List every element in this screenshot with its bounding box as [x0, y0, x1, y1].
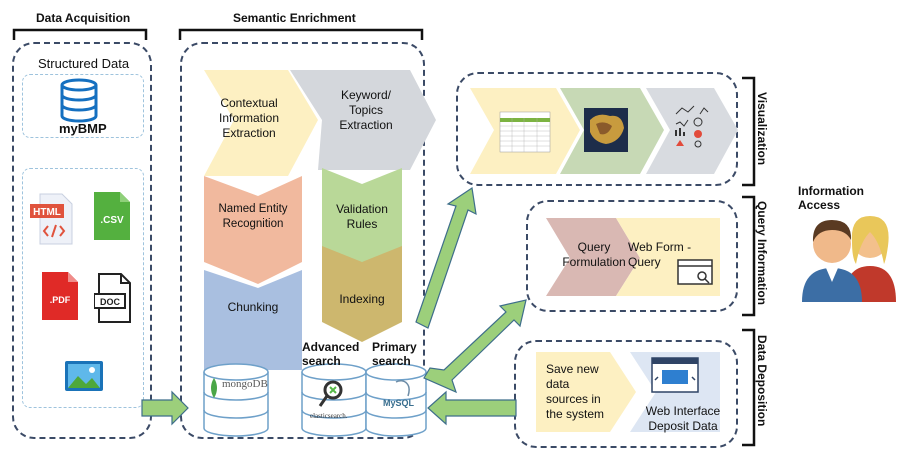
arrow-acquisition-to-enrichment [141, 390, 189, 426]
viz-chevron-3 [646, 88, 738, 174]
web-form-label: Web Form - Query [628, 240, 692, 269]
csv-file-icon: .CSV [92, 190, 132, 242]
web-form-icon [677, 259, 713, 285]
mongodb-label: mongoDB [222, 378, 268, 390]
arrow-to-visualization [415, 186, 477, 329]
indexing-chevron [322, 246, 402, 342]
mysql-label: MySQL [383, 398, 415, 408]
arrow-query-bidirectional [423, 299, 527, 394]
files-box [22, 168, 144, 408]
arrow-from-deposition [427, 390, 517, 426]
keyword-extraction-chevron [290, 70, 436, 170]
pdf-icon-text: .PDF [50, 295, 71, 305]
web-interface-icon [651, 357, 699, 393]
structured-data-label: Structured Data [38, 56, 130, 71]
semantic-enrichment-container [180, 42, 425, 439]
map-thumbnail [584, 108, 628, 152]
csv-icon-text: .CSV [100, 215, 124, 226]
data-acquisition-header: Data Acquisition [36, 11, 131, 25]
query-information-panel [526, 200, 738, 312]
ner-label: Named Entity Recognition [218, 203, 288, 230]
chunking-label: Chunking [227, 300, 279, 314]
image-file-icon [64, 360, 104, 392]
mysql-cylinder [365, 363, 427, 437]
save-sources-chevron [536, 352, 636, 432]
mongodb-cylinder [203, 363, 269, 437]
pdf-file-icon: .PDF [40, 270, 80, 322]
database-icon [57, 78, 101, 124]
mybmp-label: myBMP [59, 121, 107, 136]
flow-arrows [141, 186, 527, 426]
semantic-enrichment-header: Semantic Enrichment [233, 11, 356, 25]
html-icon-text: HTML [33, 207, 61, 218]
validation-rules-label: Validation Rules [336, 202, 388, 231]
web-interface-label: Web Interface Deposit Data [645, 404, 721, 433]
chunking-chevron [204, 270, 302, 370]
advanced-search-label: Advanced search [302, 340, 360, 368]
data-acquisition-container [12, 42, 152, 439]
ner-chevron [204, 176, 302, 284]
elasticsearch-cylinder [301, 363, 367, 437]
magnifier-icon [318, 380, 343, 407]
html-file-icon: HTML [30, 192, 74, 246]
validation-rules-chevron [322, 168, 402, 270]
save-new-sources-label: Save new data sources in the system [546, 362, 605, 421]
elasticsearch-label: elasticsearch. [310, 412, 348, 420]
contextual-extraction-chevron [204, 70, 318, 176]
primary-search-label: Primary search [372, 340, 417, 368]
indexing-label: Indexing [339, 292, 385, 306]
doc-icon-text: DOC [100, 297, 121, 307]
table-thumbnail [499, 111, 551, 153]
information-access-label: Information Access [798, 184, 864, 212]
mybmp-box [22, 74, 144, 138]
query-formulation-chevron [546, 218, 640, 296]
chart-icons [675, 105, 709, 148]
data-deposition-panel [514, 340, 738, 448]
doc-file-icon: DOC [94, 272, 134, 324]
query-formulation-label: Query Formulation [562, 240, 626, 269]
contextual-extraction-label: Contextual Information Extraction [218, 96, 280, 140]
users-icon [800, 202, 900, 302]
keyword-extraction-label: Keyword/ Topics Extraction [339, 88, 393, 132]
